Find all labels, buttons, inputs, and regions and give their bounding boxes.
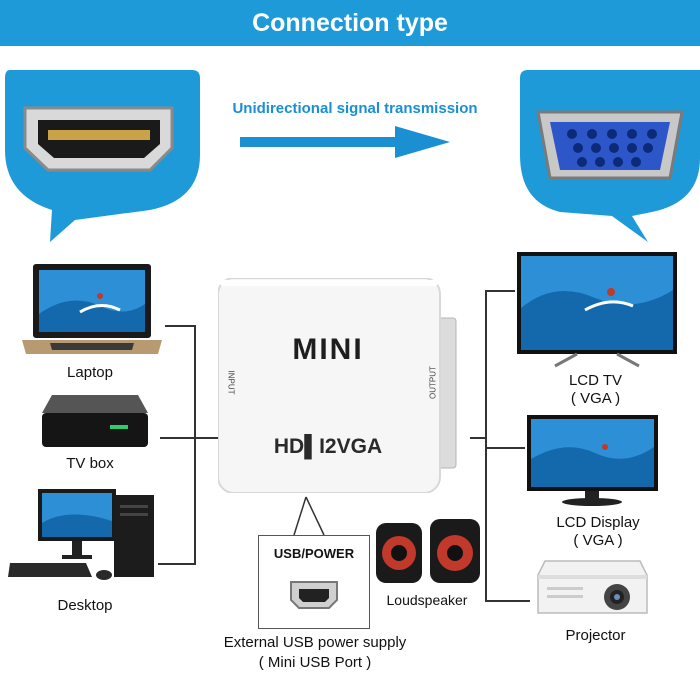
- projector-label: Projector: [565, 627, 626, 644]
- vga-port-icon: [536, 110, 684, 180]
- lcd-display-image: [525, 413, 660, 508]
- mini-usb-port-icon: [285, 580, 343, 610]
- adapter-output-label: OUTPUT: [428, 366, 438, 399]
- connector-line: [165, 325, 195, 327]
- adapter-product-text: HD▌I2VGA: [273, 435, 383, 458]
- signal-arrow-icon: [240, 126, 450, 158]
- desktop-label: Desktop: [57, 597, 113, 614]
- laptop-image: [20, 262, 165, 362]
- connector-line: [158, 563, 195, 565]
- signal-caption: Unidirectional signal transmission: [232, 100, 478, 117]
- hdmi-bubble: [0, 70, 200, 250]
- usb-power-label: USB/POWER: [273, 546, 355, 561]
- adapter-input-label: INPUT: [226, 370, 236, 395]
- adapter-device: MINI HD▌I2VGA INPUT OUTPUT: [218, 278, 458, 493]
- lcd-display-label: LCD Display: [556, 514, 640, 531]
- usb-power-caption: External USB power supply: [223, 634, 407, 651]
- connector-line: [160, 437, 218, 439]
- lcd-display-sublabel: ( VGA ): [573, 532, 623, 549]
- loudspeaker-label: Loudspeaker: [386, 592, 468, 608]
- desktop-image: [8, 487, 158, 587]
- connector-line: [485, 447, 525, 449]
- lcd-tv-image: [515, 250, 680, 368]
- connector-line: [470, 437, 486, 439]
- page-title: Connection type: [252, 8, 448, 37]
- usb-power-subcaption: ( Mini USB Port ): [258, 654, 372, 671]
- hdmi-port-icon: [23, 106, 174, 172]
- laptop-label: Laptop: [67, 364, 113, 381]
- connector-line: [485, 290, 515, 292]
- header-banner: Connection type: [0, 0, 700, 46]
- connector-line: [194, 325, 196, 565]
- adapter-model-text: MINI: [292, 333, 364, 366]
- loudspeaker-image: [372, 517, 484, 587]
- lcd-tv-sublabel: ( VGA ): [570, 390, 621, 407]
- projector-image: [535, 555, 650, 625]
- connector-line: [485, 290, 487, 602]
- vga-bubble: [520, 70, 700, 250]
- usb-power-panel: USB/POWER: [258, 535, 370, 629]
- lcd-tv-label: LCD TV: [568, 372, 623, 389]
- connector-line: [485, 600, 530, 602]
- tv-box-image: [40, 393, 150, 453]
- tv-box-label: TV box: [66, 455, 114, 472]
- usb-callout-lines: [290, 495, 330, 537]
